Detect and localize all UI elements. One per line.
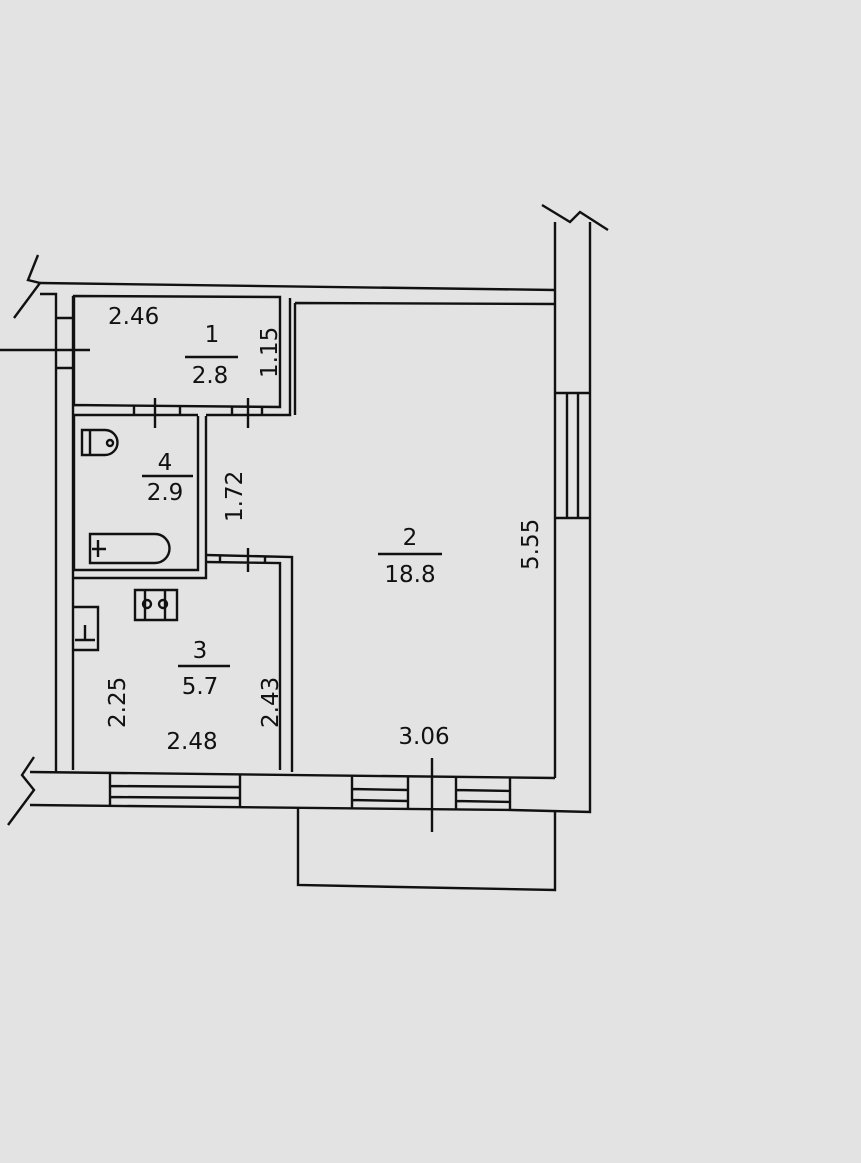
window-kitchen [108, 773, 242, 807]
room-3-outline [205, 548, 294, 772]
sink-icon [72, 605, 100, 652]
door-room-1 [74, 398, 264, 428]
room-1-length: 1.15 [257, 327, 283, 378]
room-4-length: 1.72 [222, 471, 248, 522]
room-2-length: 5.55 [518, 519, 544, 570]
toilet-bowl-icon [105, 438, 115, 448]
room-3-length-right: 2.43 [258, 677, 284, 728]
room-4-outline [72, 416, 208, 580]
balcony [296, 808, 557, 892]
stove-burner-icon [141, 598, 153, 610]
stove-icon [133, 588, 179, 622]
room-3-area: 5.7 [182, 674, 219, 700]
entry-door [0, 316, 90, 370]
toilet-icon [80, 428, 119, 457]
room-2-number: 2 [403, 525, 418, 551]
stove-burner-icon [157, 598, 169, 610]
room-2-area: 18.8 [384, 562, 435, 588]
room-3-number: 3 [193, 638, 208, 664]
room-1-number: 1 [205, 322, 220, 348]
room-2-outline [293, 301, 556, 415]
outer-wall-right [511, 222, 592, 814]
room-3-width: 2.48 [166, 729, 217, 755]
room-4-number: 4 [158, 450, 173, 476]
room-4-area: 2.9 [147, 480, 184, 506]
wall-break-mark-top-right [541, 203, 609, 232]
room-2-width: 3.06 [398, 724, 449, 750]
bathtub-icon [88, 532, 171, 565]
outer-wall-left [40, 292, 58, 772]
wall-break-mark-top-left [13, 254, 43, 319]
outer-wall-top [39, 281, 556, 292]
room-1-area: 2.8 [192, 363, 229, 389]
wall-break-mark-bottom-left [7, 756, 36, 826]
window-right [555, 391, 590, 520]
balcony-door [350, 758, 512, 832]
room-1-width: 2.46 [108, 304, 159, 330]
room-3-length-left: 2.25 [105, 677, 131, 728]
